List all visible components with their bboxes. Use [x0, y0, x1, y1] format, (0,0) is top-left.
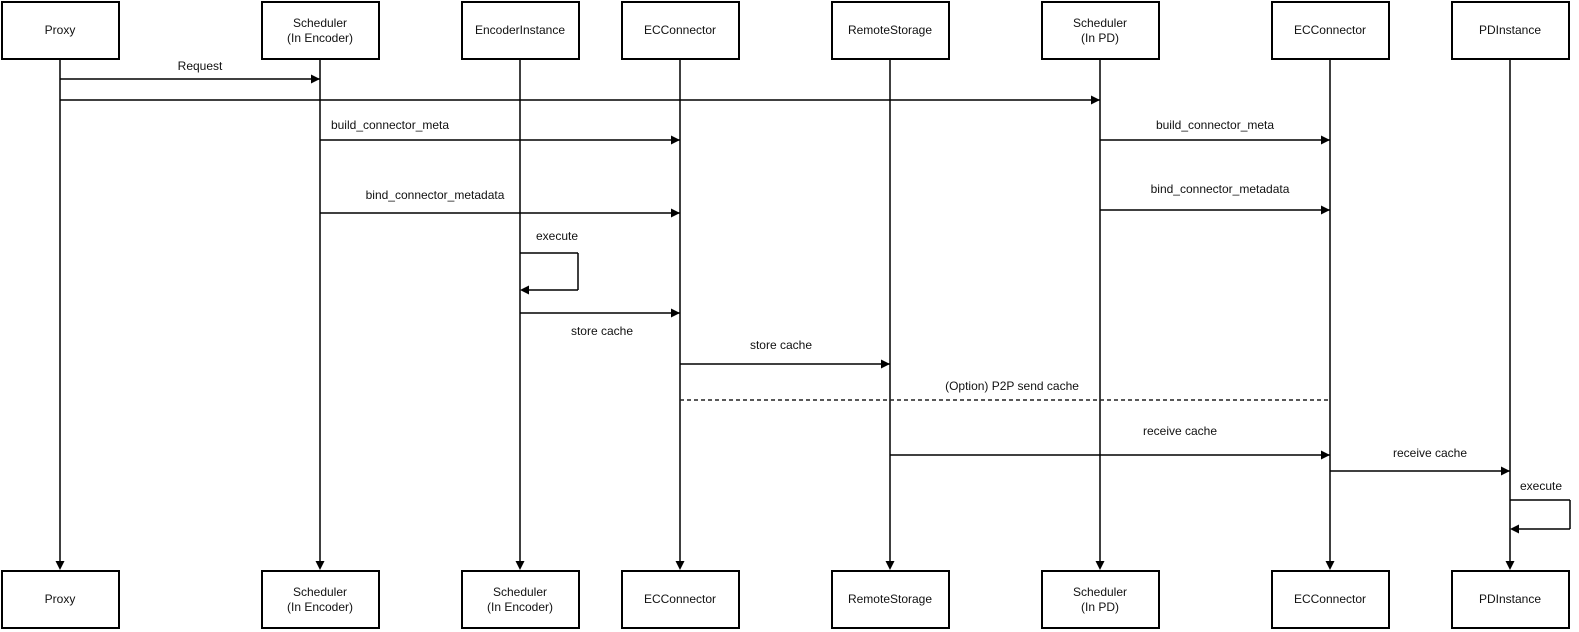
- lifeline-arrowhead-scheduler-pd: [1095, 561, 1105, 570]
- message-12-execute-arrowhead: [1510, 524, 1519, 534]
- actor-top-pd-instance: PDInstance: [1450, 1, 1570, 60]
- message-4-bind-connector-metadata-arrowhead: [671, 208, 680, 218]
- actor-bottom-remote-storage: RemoteStorage: [830, 570, 950, 629]
- message-6-execute-arrowhead: [520, 285, 529, 295]
- message-5-bind-connector-metadata-arrowhead: [1321, 205, 1330, 215]
- lifeline-arrowhead-proxy: [55, 561, 65, 570]
- message-7-store-cache-label: store cache: [570, 324, 634, 338]
- lifeline-arrowhead-encoder-instance: [515, 561, 525, 570]
- message-4-bind-connector-metadata-label: bind_connector_metadata: [365, 188, 505, 202]
- actor-top-ec-connector-pd: ECConnector: [1270, 1, 1390, 60]
- actor-bottom-pd-instance: PDInstance: [1450, 570, 1570, 629]
- message-11-receive-cache-arrowhead: [1501, 466, 1510, 476]
- lifeline-arrowhead-ec-connector-encoder: [675, 561, 685, 570]
- message-2-build-connector-meta-label: build_connector_meta: [330, 118, 450, 132]
- lifeline-arrowhead-remote-storage: [885, 561, 895, 570]
- lifeline-arrowhead-ec-connector-pd: [1325, 561, 1335, 570]
- actor-bottom-ec-connector-encoder: ECConnector: [620, 570, 740, 629]
- message-7-store-cache-arrowhead: [671, 308, 680, 318]
- message-3-build-connector-meta-label: build_connector_meta: [1155, 118, 1275, 132]
- message-10-receive-cache-label: receive cache: [1142, 424, 1218, 438]
- actor-top-remote-storage: RemoteStorage: [830, 1, 950, 60]
- actor-bottom-encoder-instance: Scheduler (In Encoder): [460, 570, 580, 629]
- message-0-request-arrowhead: [311, 74, 320, 84]
- message-3-build-connector-meta-arrowhead: [1321, 135, 1330, 145]
- message-12-execute-label: execute: [1519, 479, 1563, 493]
- actor-bottom-proxy: Proxy: [0, 570, 120, 629]
- actor-top-ec-connector-encoder: ECConnector: [620, 1, 740, 60]
- message-5-bind-connector-metadata-label: bind_connector_metadata: [1150, 182, 1290, 196]
- actor-top-proxy: Proxy: [0, 1, 120, 60]
- actor-bottom-scheduler-pd: Scheduler (In PD): [1040, 570, 1160, 629]
- message-2-build-connector-meta-arrowhead: [671, 135, 680, 145]
- message-9-option-p2p-send-cache-label: (Option) P2P send cache: [945, 379, 1079, 393]
- actor-top-scheduler-encoder: Scheduler (In Encoder): [260, 1, 380, 60]
- message-11-receive-cache-label: receive cache: [1392, 446, 1468, 460]
- actor-top-encoder-instance: EncoderInstance: [460, 1, 580, 60]
- actor-bottom-scheduler-encoder: Scheduler (In Encoder): [260, 570, 380, 629]
- message-8-store-cache-label: store cache: [749, 338, 813, 352]
- lifeline-arrowhead-scheduler-encoder: [315, 561, 325, 570]
- lifeline-arrowhead-pd-instance: [1505, 561, 1515, 570]
- message-6-execute-label: execute: [535, 229, 579, 243]
- message-8-store-cache-arrowhead: [881, 359, 890, 369]
- message-10-receive-cache-arrowhead: [1321, 450, 1330, 460]
- actor-bottom-ec-connector-pd: ECConnector: [1270, 570, 1390, 629]
- actor-top-scheduler-pd: Scheduler (In PD): [1040, 1, 1160, 60]
- message-0-request-label: Request: [177, 59, 223, 73]
- message-1-unlabeled-arrowhead: [1091, 95, 1100, 105]
